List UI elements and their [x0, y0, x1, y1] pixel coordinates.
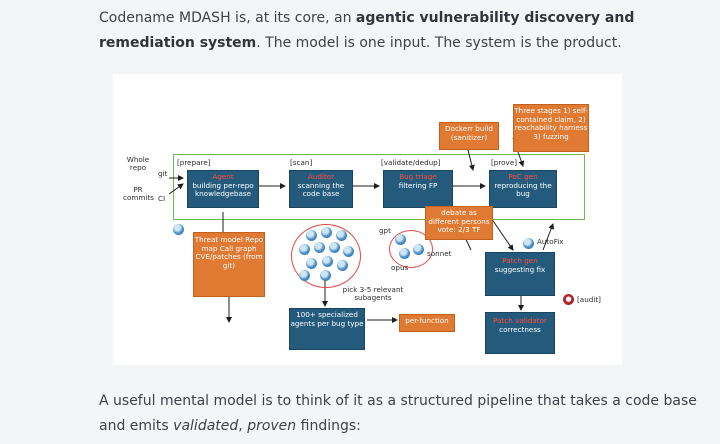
agent-cluster-ring: [291, 224, 361, 288]
agent-icon: [336, 230, 347, 241]
agent-icon: [299, 244, 310, 255]
per-function-text: per-function: [405, 316, 449, 325]
outro-text: A useful mental model is to think of it …: [99, 393, 697, 434]
patch-validator-tag: Patch validator: [493, 316, 547, 325]
agent-icon-autofix: [523, 238, 534, 249]
input-git-label: git: [158, 169, 168, 178]
model-label-opus: opus: [391, 263, 409, 272]
debate-ring: [389, 230, 433, 268]
agent-icon-gpt: [395, 234, 406, 245]
box-debate: debate as different persons vote: 2/3 TF: [425, 206, 493, 240]
scan-auditor-tag: Auditor: [307, 172, 335, 181]
outro-em-proven: proven: [247, 418, 297, 434]
model-label-sonnet: sonnet: [427, 249, 452, 258]
box-patch-validator: Patch validator correctness: [485, 312, 555, 354]
agent-icon: [343, 246, 354, 257]
validate-triage-text: filtering FP: [398, 180, 438, 190]
prepare-agent-text: building per-repo knowledgebase: [192, 180, 254, 199]
box-threat-model: Threat model Repo map Call graph CVE/pat…: [193, 232, 265, 297]
prove-poc-tag: PoC gen: [508, 172, 538, 181]
agent-icon: [337, 260, 348, 271]
box-per-function: per-function: [399, 314, 455, 332]
pick-subagents-label: pick 3-5 relevant subagents: [342, 285, 404, 303]
stage-label-prove: [prove]: [491, 158, 518, 167]
docker-build-text: Dockerr build (sanitizer): [445, 124, 493, 142]
agent-icon: [321, 227, 332, 238]
prepare-agent-tag: Agent: [212, 172, 234, 181]
model-label-gpt: gpt: [379, 226, 391, 235]
scan-auditor-text: scanning the code base: [297, 180, 345, 199]
box-validate-triage: Bug triage filtering FP: [383, 170, 453, 208]
agent-icon: [329, 242, 340, 253]
box-patch-gen: Patch gen suggesting fix: [485, 252, 555, 296]
patch-gen-text: suggesting fix: [494, 264, 546, 274]
stage-label-scan: [scan]: [290, 158, 313, 167]
agent-icon-opus: [399, 248, 410, 259]
input-whole-repo: Whole repo: [126, 155, 150, 173]
agent-icon: [299, 270, 310, 281]
box-prepare-agent: Agent building per-repo knowledgebase: [187, 170, 259, 208]
patch-validator-text: correctness: [499, 324, 541, 334]
stage-label-validate: [validate/dedup]: [381, 158, 441, 167]
threat-model-text: Threat model Repo map Call graph CVE/pat…: [194, 235, 264, 270]
box-docker-build: Dockerr build (sanitizer): [439, 122, 499, 150]
intro-text: Codename MDASH is, at its core, an: [99, 10, 356, 26]
agent-icon: [320, 270, 331, 281]
box-prove-poc: PoC gen reproducing the bug: [489, 170, 557, 208]
agent-icon: [322, 256, 333, 267]
outro-separator: ,: [238, 418, 248, 434]
three-stages-text: Three stages 1) self-contained claim, 2)…: [514, 106, 588, 141]
debate-text: debate as different persons vote: 2/3 TF: [428, 208, 490, 235]
autofix-label: AutoFix: [537, 237, 564, 246]
agent-icon-prepare: [173, 224, 184, 235]
specialized-agents-text: 100+ specialized agents per bug type: [290, 310, 364, 328]
outro-paragraph: A useful mental model is to think of it …: [99, 389, 699, 439]
box-scan-auditor: Auditor scanning the code base: [289, 170, 353, 208]
intro-bold: agentic vulnerability discovery and reme…: [99, 10, 635, 51]
outro-suffix: findings:: [296, 418, 361, 434]
box-specialized-agents: 100+ specialized agents per bug type: [289, 308, 365, 350]
agent-icon: [306, 258, 317, 269]
input-ci-label: CI: [158, 194, 166, 203]
intro-suffix: . The model is one input. The system is …: [256, 35, 622, 51]
patch-gen-tag: Patch gen: [502, 256, 538, 265]
validate-triage-tag: Bug triage: [399, 172, 437, 181]
audit-label: [audit]: [577, 295, 601, 304]
input-pr-commits: PR commits: [123, 185, 154, 203]
intro-paragraph: Codename MDASH is, at its core, an agent…: [99, 6, 699, 56]
agent-icon: [314, 242, 325, 253]
outro-em-validated: validated: [173, 418, 239, 434]
stage-label-prepare: [prepare]: [177, 158, 211, 167]
pipeline-outline: [173, 154, 585, 220]
prove-poc-text: reproducing the bug: [494, 180, 552, 199]
agent-icon: [306, 230, 317, 241]
architecture-diagram: [prepare] [scan] [validate/dedup] [prove…: [113, 74, 622, 365]
box-three-stages: Three stages 1) self-contained claim, 2)…: [513, 104, 589, 152]
audit-icon: ●: [563, 294, 574, 305]
agent-icon-sonnet: [413, 244, 424, 255]
